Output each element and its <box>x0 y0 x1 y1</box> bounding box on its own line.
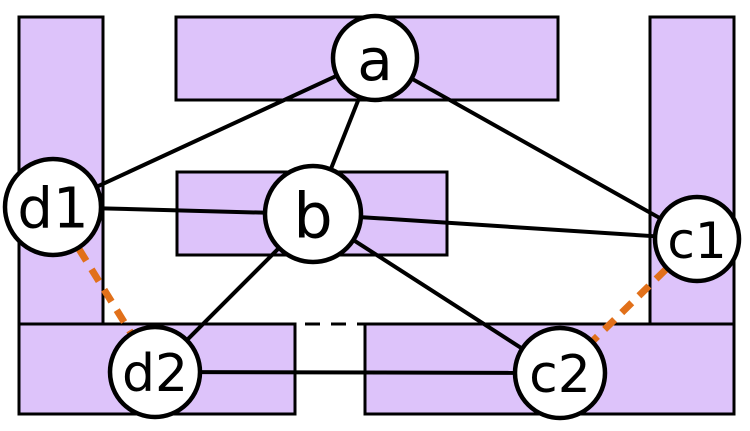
node-d1[interactable]: d1 <box>2 156 104 258</box>
node-circle-b[interactable] <box>262 163 364 265</box>
node-label-b: b <box>293 180 332 253</box>
edge-b-c1 <box>362 215 654 239</box>
node-label-c2: c2 <box>529 345 591 405</box>
edge-d1-b <box>102 206 264 215</box>
node-circle-d1[interactable] <box>2 156 104 258</box>
nodes-layer: a b c1 c2 d1 d2 <box>2 13 742 421</box>
edge-d1-d2 <box>75 247 134 335</box>
node-label-a: a <box>357 26 393 94</box>
node-circle-a[interactable] <box>330 13 420 103</box>
node-circle-d2[interactable] <box>107 324 203 420</box>
edge-d2-c2 <box>201 370 514 375</box>
node-circle-c1[interactable] <box>652 194 742 284</box>
node-label-c1: c1 <box>667 212 726 270</box>
node-c1[interactable]: c1 <box>652 194 742 284</box>
node-c2[interactable]: c2 <box>512 325 608 421</box>
node-a[interactable]: a <box>330 13 420 103</box>
edge-a-c1 <box>411 77 661 220</box>
edge-a-d1 <box>96 74 337 189</box>
node-label-d1: d1 <box>17 177 88 242</box>
edge-b-d2 <box>186 247 280 341</box>
edge-a-b <box>329 97 361 169</box>
node-b[interactable]: b <box>262 163 364 265</box>
node-label-d2: d2 <box>122 344 188 404</box>
edge-c1-c2 <box>590 266 669 344</box>
node-circle-c2[interactable] <box>512 325 608 421</box>
node-d2[interactable]: d2 <box>107 324 203 420</box>
edges-layer <box>75 74 669 375</box>
edge-b-c2 <box>353 238 523 350</box>
